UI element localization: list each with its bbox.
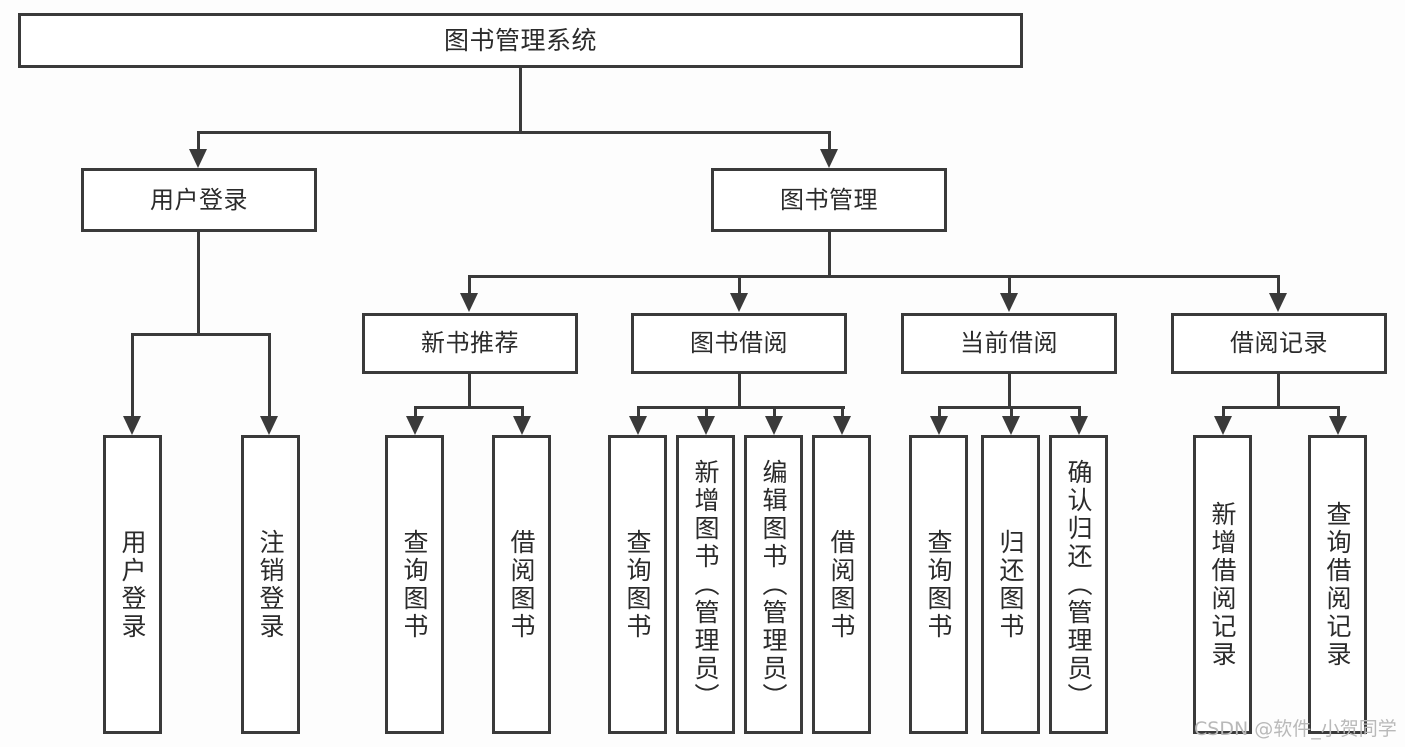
connector-to-leaf-user-login (131, 333, 134, 418)
node-label: 新书推荐 (421, 329, 519, 358)
arrowhead-leaf-logout (260, 416, 278, 435)
connector-root-to-user-login (197, 131, 200, 151)
connector-borrow-record-bus (1222, 406, 1340, 409)
connector-root-to-book-mgmt (828, 131, 831, 151)
node-label: 编辑图书（管理员） (759, 458, 788, 711)
leaf-query-book-recommend[interactable]: 查询图书 (385, 435, 444, 734)
leaf-edit-book-admin[interactable]: 编辑图书（管理员） (744, 435, 803, 734)
arrowhead-new-book-leaf-1 (406, 416, 424, 435)
arrowhead-new-book (460, 293, 478, 312)
connector-to-book-borrow (738, 275, 741, 295)
arrowhead-user-login (189, 149, 207, 168)
leaf-borrow-book[interactable]: 借阅图书 (812, 435, 871, 734)
connector-new-book-bus (414, 406, 524, 409)
connector-current-borrow-leaf-2 (1010, 406, 1013, 418)
watermark-text: CSDN @软件_小贺同学 (1194, 718, 1397, 740)
leaf-confirm-return-admin[interactable]: 确认归还（管理员） (1049, 435, 1108, 734)
arrowhead-book-borrow (730, 293, 748, 312)
arrowhead-borrow-record (1269, 293, 1287, 312)
arrowhead-book-borrow-leaf-3 (765, 416, 783, 435)
connector-level3-bus (468, 275, 1280, 278)
connector-borrow-record-leaf-2 (1337, 406, 1340, 418)
leaf-query-book-current[interactable]: 查询图书 (909, 435, 968, 734)
node-root-system[interactable]: 图书管理系统 (18, 13, 1023, 68)
leaf-query-borrow-record[interactable]: 查询借阅记录 (1308, 435, 1367, 734)
connector-current-borrow-bus (938, 406, 1081, 409)
node-label: 查询图书 (924, 528, 953, 641)
node-book-management[interactable]: 图书管理 (711, 168, 947, 232)
node-current-borrow[interactable]: 当前借阅 (901, 313, 1117, 374)
node-label: 确认归还（管理员） (1064, 458, 1093, 711)
connector-to-current-borrow (1008, 275, 1011, 295)
node-label: 查询借阅记录 (1323, 500, 1352, 669)
node-label: 图书管理 (780, 185, 878, 214)
arrowhead-leaf-user-login (123, 416, 141, 435)
connector-user-login-stem (197, 232, 200, 335)
node-label: 查询图书 (623, 528, 652, 641)
connector-user-login-bus (131, 333, 269, 336)
node-label: 新增图书（管理员） (691, 458, 720, 711)
arrowhead-current-borrow-leaf-2 (1002, 416, 1020, 435)
arrowhead-current-borrow-leaf-3 (1070, 416, 1088, 435)
node-label: 图书管理系统 (443, 25, 597, 55)
arrowhead-current-borrow (1000, 293, 1018, 312)
arrowhead-book-borrow-leaf-4 (833, 416, 851, 435)
connector-to-leaf-logout (268, 333, 271, 418)
node-label: 借阅图书 (507, 528, 536, 641)
connector-current-borrow-leaf-3 (1078, 406, 1081, 418)
node-label: 借阅记录 (1230, 329, 1328, 358)
arrowhead-new-book-leaf-2 (513, 416, 531, 435)
connector-to-borrow-record (1277, 275, 1280, 295)
node-user-login[interactable]: 用户登录 (81, 168, 317, 232)
connector-borrow-record-stem (1277, 374, 1280, 408)
connector-to-new-book (468, 275, 471, 295)
arrowhead-borrow-record-leaf-2 (1329, 416, 1347, 435)
node-label: 用户登录 (118, 528, 147, 641)
connector-root-bus (197, 131, 830, 134)
connector-book-borrow-leaf-3 (773, 406, 776, 418)
node-label: 当前借阅 (960, 329, 1058, 358)
leaf-query-book-borrow[interactable]: 查询图书 (608, 435, 667, 734)
leaf-logout[interactable]: 注销登录 (241, 435, 300, 734)
arrowhead-current-borrow-leaf-1 (930, 416, 948, 435)
node-new-book-recommend[interactable]: 新书推荐 (362, 313, 578, 374)
node-label: 借阅图书 (827, 528, 856, 641)
connector-current-borrow-leaf-1 (938, 406, 941, 418)
leaf-user-login[interactable]: 用户登录 (103, 435, 162, 734)
leaf-borrow-book-recommend[interactable]: 借阅图书 (492, 435, 551, 734)
arrowhead-book-borrow-leaf-1 (629, 416, 647, 435)
node-label: 查询图书 (400, 528, 429, 641)
connector-book-borrow-bus (637, 406, 845, 409)
connector-book-borrow-leaf-4 (841, 406, 844, 418)
connector-new-book-leaf-1 (414, 406, 417, 418)
connector-new-book-leaf-2 (521, 406, 524, 418)
node-label: 图书借阅 (690, 329, 788, 358)
node-borrow-record[interactable]: 借阅记录 (1171, 313, 1387, 374)
leaf-add-borrow-record[interactable]: 新增借阅记录 (1193, 435, 1252, 734)
leaf-return-book[interactable]: 归还图书 (981, 435, 1040, 734)
node-book-borrow[interactable]: 图书借阅 (631, 313, 847, 374)
connector-current-borrow-stem (1008, 374, 1011, 408)
connector-book-mgmt-stem (828, 232, 831, 277)
connector-new-book-stem (468, 374, 471, 408)
connector-book-borrow-leaf-1 (637, 406, 640, 418)
connector-borrow-record-leaf-1 (1222, 406, 1225, 418)
connector-book-borrow-leaf-2 (705, 406, 708, 418)
arrowhead-book-mgmt (820, 149, 838, 168)
connector-book-borrow-stem (738, 374, 741, 408)
connector-root-stem (519, 68, 522, 133)
leaf-add-book-admin[interactable]: 新增图书（管理员） (676, 435, 735, 734)
node-label: 归还图书 (996, 528, 1025, 641)
arrowhead-book-borrow-leaf-2 (697, 416, 715, 435)
node-label: 新增借阅记录 (1208, 500, 1237, 669)
arrowhead-borrow-record-leaf-1 (1214, 416, 1232, 435)
node-label: 注销登录 (256, 528, 285, 641)
node-label: 用户登录 (150, 185, 248, 214)
